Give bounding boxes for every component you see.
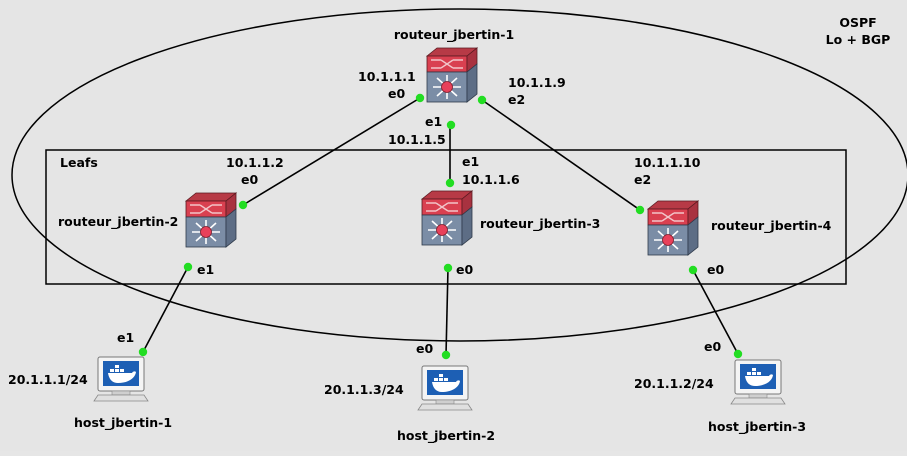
host-h2[interactable] (417, 365, 473, 411)
port-dot-r2-e0[interactable] (238, 200, 248, 210)
host-ip-h3: 20.1.1.2/24 (634, 376, 714, 391)
iface-ip-r1-e0: 10.1.1.1 (358, 69, 416, 84)
port-dot-r1-e1[interactable] (446, 120, 456, 130)
iface-name-r4-e2: e2 (634, 172, 651, 187)
port-dot-r3-e1[interactable] (445, 178, 455, 188)
host-label-h1: host_jbertin-1 (74, 415, 172, 431)
host-ip-h2: 20.1.1.3/24 (324, 382, 404, 397)
router-label-r1: routeur_jbertin-1 (394, 27, 514, 43)
port-dot-r4-e2[interactable] (635, 205, 645, 215)
host-h3[interactable] (730, 359, 786, 405)
port-dot-r2-e1[interactable] (183, 262, 193, 272)
iface-name-r2-e0: e0 (241, 172, 258, 187)
area-label-lo-bgp: Lo + BGP (826, 32, 891, 47)
router-r1[interactable] (426, 47, 478, 103)
host-label-h2: host_jbertin-2 (397, 428, 495, 444)
iface-ip-r1-e1: 10.1.1.5 (388, 132, 446, 147)
port-dot-h3-e0[interactable] (733, 349, 743, 359)
iface-name-r1-e1: e1 (425, 114, 442, 129)
link-r1-r2[interactable] (242, 97, 421, 206)
host-ip-h1: 20.1.1.1/24 (8, 372, 88, 387)
iface-name-r3-e0: e0 (456, 262, 473, 277)
router-label-r2: routeur_jbertin-2 (58, 214, 178, 230)
port-dot-r4-e0[interactable] (688, 265, 698, 275)
port-dot-r1-e2[interactable] (477, 95, 487, 105)
iface-name-r2-e1: e1 (197, 262, 214, 277)
ospf-area-ellipse (11, 8, 907, 342)
links (142, 97, 739, 356)
router-label-r4: routeur_jbertin-4 (711, 218, 832, 234)
leafs-group-box (45, 149, 847, 285)
iface-ip-r3-e1: 10.1.1.6 (462, 172, 520, 187)
link-r1-r4[interactable] (481, 99, 641, 211)
iface-name-h2-e0: e0 (416, 341, 433, 356)
iface-name-r4-e0: e0 (707, 262, 724, 277)
iface-name-r1-e0: e0 (388, 86, 405, 101)
iface-name-r3-e1: e1 (462, 154, 479, 169)
host-label-h3: host_jbertin-3 (708, 419, 806, 435)
link-r3-h2[interactable] (445, 267, 449, 356)
link-r4-h3[interactable] (692, 269, 739, 355)
router-r3[interactable] (421, 190, 473, 246)
host-h1[interactable] (93, 356, 149, 402)
port-dot-h2-e0[interactable] (441, 350, 451, 360)
iface-ip-r1-e2: 10.1.1.9 (508, 75, 566, 90)
area-label-ospf: OSPF (839, 15, 876, 30)
iface-name-h1-e1: e1 (117, 330, 134, 345)
iface-ip-r2-e0: 10.1.1.2 (226, 155, 284, 170)
port-dot-h1-e1[interactable] (138, 347, 148, 357)
router-r4[interactable] (647, 200, 699, 256)
router-label-r3: routeur_jbertin-3 (480, 216, 600, 232)
iface-name-r1-e2: e2 (508, 92, 525, 107)
iface-name-h3-e0: e0 (704, 339, 721, 354)
port-dot-r1-e0[interactable] (415, 93, 425, 103)
link-r2-h1[interactable] (142, 266, 189, 353)
port-status-dots (138, 93, 743, 360)
leafs-group-label: Leafs (60, 155, 98, 170)
iface-ip-r4-e2: 10.1.1.10 (634, 155, 701, 170)
port-dot-r3-e0[interactable] (443, 263, 453, 273)
router-r2[interactable] (185, 192, 237, 248)
